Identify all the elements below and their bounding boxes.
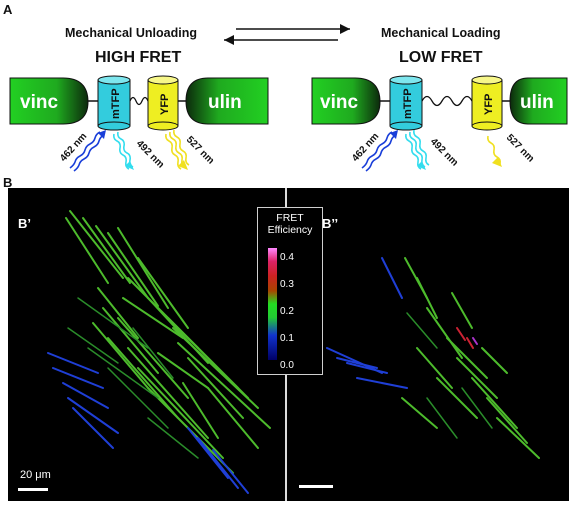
svg-text:mTFP: mTFP (110, 88, 122, 119)
svg-text:527 nm: 527 nm (184, 134, 216, 166)
micrograph-unloaded: B’ 20 μm (8, 188, 285, 501)
panel-a-letter: A (3, 2, 13, 17)
svg-text:ulin: ulin (520, 92, 554, 113)
scale-bar-left (18, 488, 48, 491)
panel-b-letter: B (3, 175, 13, 190)
micrograph-loaded: B’’ (287, 188, 569, 501)
colorbar-ticks: 0.4 0.3 0.2 0.1 0.0 (280, 244, 294, 379)
colorbar-title-line1: FRET (276, 212, 304, 224)
cell-image-left (47, 210, 271, 494)
colorbar-tick-0.2: 0.2 (280, 306, 294, 317)
loading-label: Mechanical Loading (381, 26, 501, 40)
emission-cyan-arrow-right: 492 nm (405, 129, 460, 170)
emission-cyan-arrow-left: 492 nm (113, 131, 166, 171)
ulin-domain-left: ulin (185, 77, 269, 125)
emission-yellow-arrow-left: 527 nm (165, 129, 216, 170)
equilibrium-arrows (224, 24, 350, 45)
yfp-barrel-left: YFP (147, 75, 179, 131)
scale-bar-text: 20 μm (20, 469, 51, 481)
vinc-domain-right: vinc (311, 77, 381, 125)
ulin-domain-right: ulin (509, 77, 568, 125)
high-fret-label: HIGH FRET (95, 49, 182, 66)
svg-text:YFP: YFP (159, 94, 171, 115)
panel-b-prime-label: B’ (18, 216, 31, 231)
svg-text:vinc: vinc (320, 92, 358, 113)
colorbar-tick-0.1: 0.1 (280, 333, 294, 344)
svg-text:ulin: ulin (208, 92, 242, 113)
svg-text:492 nm: 492 nm (428, 136, 460, 168)
excitation-arrow-right: 462 nm (350, 130, 398, 172)
colorbar-gradient (268, 248, 277, 360)
mtfp-barrel-left: mTFP (97, 75, 131, 131)
cell-image-right (326, 257, 540, 459)
mtfp-barrel-right: mTFP (389, 75, 423, 131)
colorbar-tick-0.0: 0.0 (280, 360, 294, 371)
excitation-arrow-left: 462 nm (58, 130, 106, 172)
svg-text:527 nm: 527 nm (504, 132, 536, 164)
yfp-barrel-right: YFP (471, 75, 503, 131)
svg-text:mTFP: mTFP (402, 88, 414, 119)
low-fret-construct: vinc mTFP YFP ulin 462 nm 492 nm 527 nm (311, 75, 568, 172)
colorbar-tick-0.3: 0.3 (280, 279, 294, 290)
panel-b-double-prime-label: B’’ (322, 216, 339, 231)
colorbar-tick-0.4: 0.4 (280, 252, 294, 263)
low-fret-label: LOW FRET (399, 49, 483, 66)
svg-text:492 nm: 492 nm (134, 138, 166, 170)
high-fret-construct: vinc mTFP YFP ulin 462 nm 492 nm (9, 75, 269, 172)
scale-bar-right (299, 485, 333, 488)
unloading-label: Mechanical Unloading (65, 26, 197, 40)
vinc-domain-left: vinc (9, 77, 89, 125)
colorbar-title-line2: Efficiency (267, 224, 313, 236)
svg-text:YFP: YFP (483, 94, 495, 115)
emission-yellow-arrow-right: 527 nm (487, 132, 536, 167)
svg-text:vinc: vinc (20, 92, 58, 113)
fret-colorbar-legend: FRET Efficiency 0.4 0.3 0.2 0.1 0.0 (257, 207, 323, 375)
